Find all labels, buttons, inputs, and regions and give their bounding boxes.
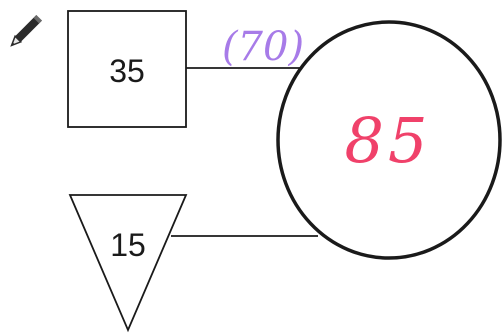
number-triangle <box>68 194 188 333</box>
circle-answer: 85 <box>345 104 432 177</box>
number-square <box>67 10 187 128</box>
triangle-value: 15 <box>110 227 146 263</box>
connector-note: (70) <box>222 24 304 70</box>
square-value: 35 <box>109 53 145 89</box>
pencil-icon <box>10 15 42 47</box>
answer-circle <box>276 20 502 260</box>
